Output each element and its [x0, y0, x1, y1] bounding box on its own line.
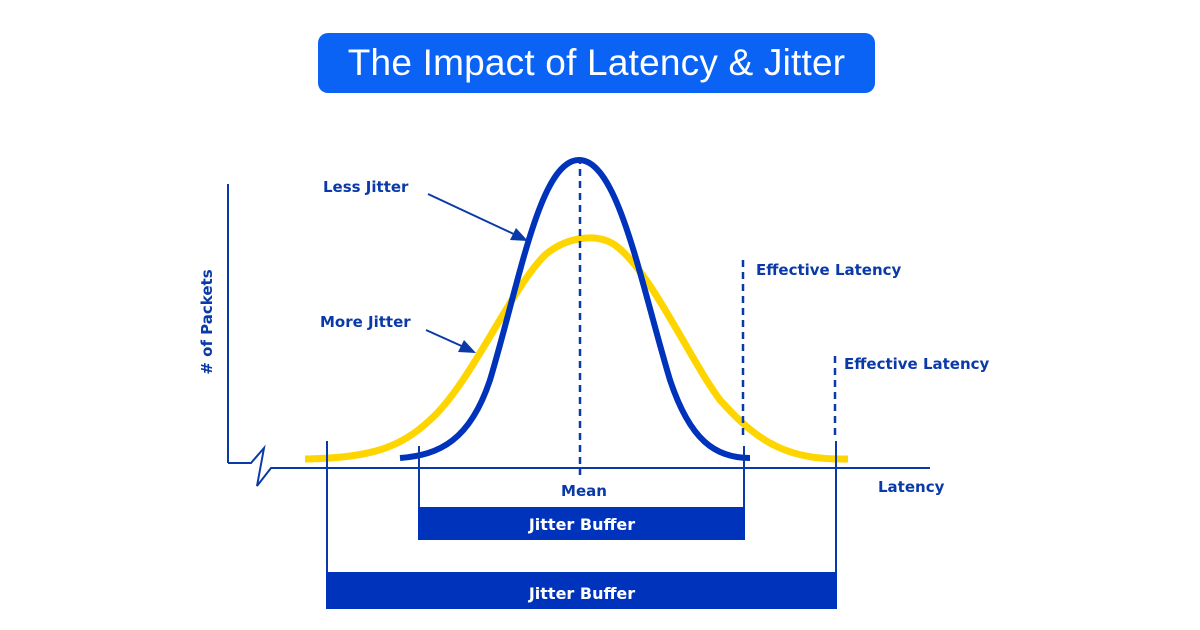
x-axis-label: Latency [878, 478, 945, 496]
effective-latency-narrow-label: Effective Latency [756, 261, 902, 279]
narrow-jitter-buffer-label: Jitter Buffer [528, 515, 635, 534]
y-axis-label: # of Packets [198, 269, 216, 374]
title-banner: The Impact of Latency & Jitter [318, 33, 875, 93]
y-axis [227, 184, 930, 487]
more-jitter-curve [304, 234, 849, 463]
page-title: The Impact of Latency & Jitter [347, 42, 846, 83]
wide-jitter-buffer-label: Jitter Buffer [528, 584, 635, 603]
wide-jitter-buffer: Jitter Buffer [326, 441, 837, 609]
mean-label: Mean [561, 482, 607, 500]
effective-latency-wide-label: Effective Latency [844, 355, 990, 373]
less-jitter-arrow-icon [427, 193, 528, 241]
less-jitter-label: Less Jitter [323, 178, 409, 196]
more-jitter-arrow-icon [425, 329, 476, 353]
more-jitter-label: More Jitter [320, 313, 411, 331]
narrow-jitter-buffer: Jitter Buffer [418, 446, 745, 540]
